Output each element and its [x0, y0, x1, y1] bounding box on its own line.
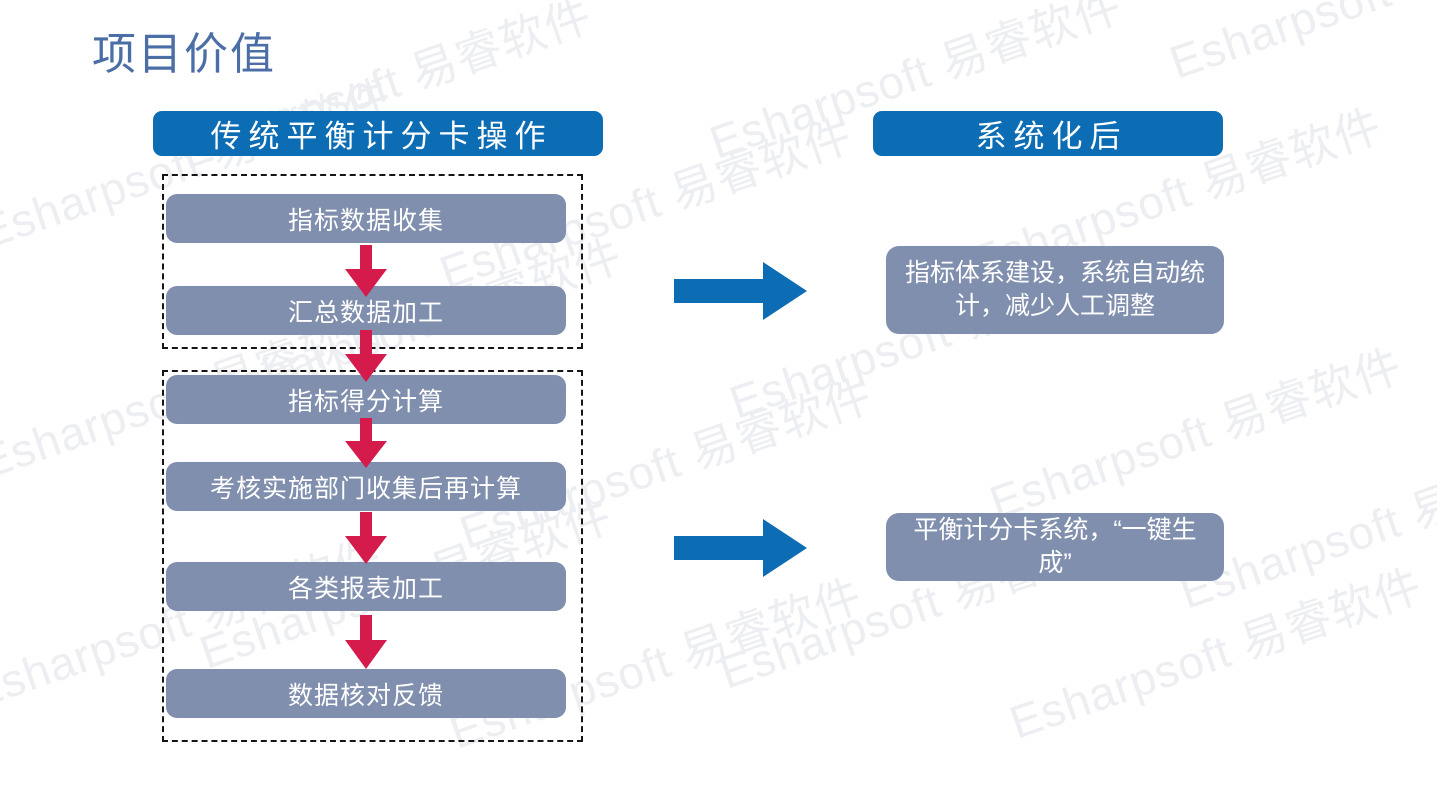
column-header-systemized: 系统化后: [873, 111, 1223, 156]
down-arrow-icon: [345, 512, 387, 564]
process-box-report-processing[interactable]: 各类报表加工: [166, 562, 566, 611]
process-box-indicator-data-collection[interactable]: 指标数据收集: [166, 194, 566, 243]
right-block-arrow-icon: [674, 519, 807, 577]
down-arrow-icon: [345, 418, 387, 468]
process-box-data-verification-feedback[interactable]: 数据核对反馈: [166, 669, 566, 718]
down-arrow-icon: [345, 330, 387, 382]
process-box-score-calculation[interactable]: 指标得分计算: [166, 375, 566, 424]
process-box-department-recalculation[interactable]: 考核实施部门收集后再计算: [166, 462, 566, 511]
dashed-group-collection: [162, 174, 583, 349]
result-box-bsc-system[interactable]: 平衡计分卡系统，“一键生成”: [886, 513, 1224, 581]
down-arrow-icon: [345, 615, 387, 669]
down-arrow-icon: [345, 245, 387, 297]
column-header-traditional: 传统平衡计分卡操作: [153, 111, 603, 156]
page-title: 项目价值: [92, 30, 276, 79]
right-block-arrow-icon: [674, 262, 807, 320]
result-box-indicator-system[interactable]: 指标体系建设，系统自动统计，减少人工调整: [886, 246, 1224, 334]
